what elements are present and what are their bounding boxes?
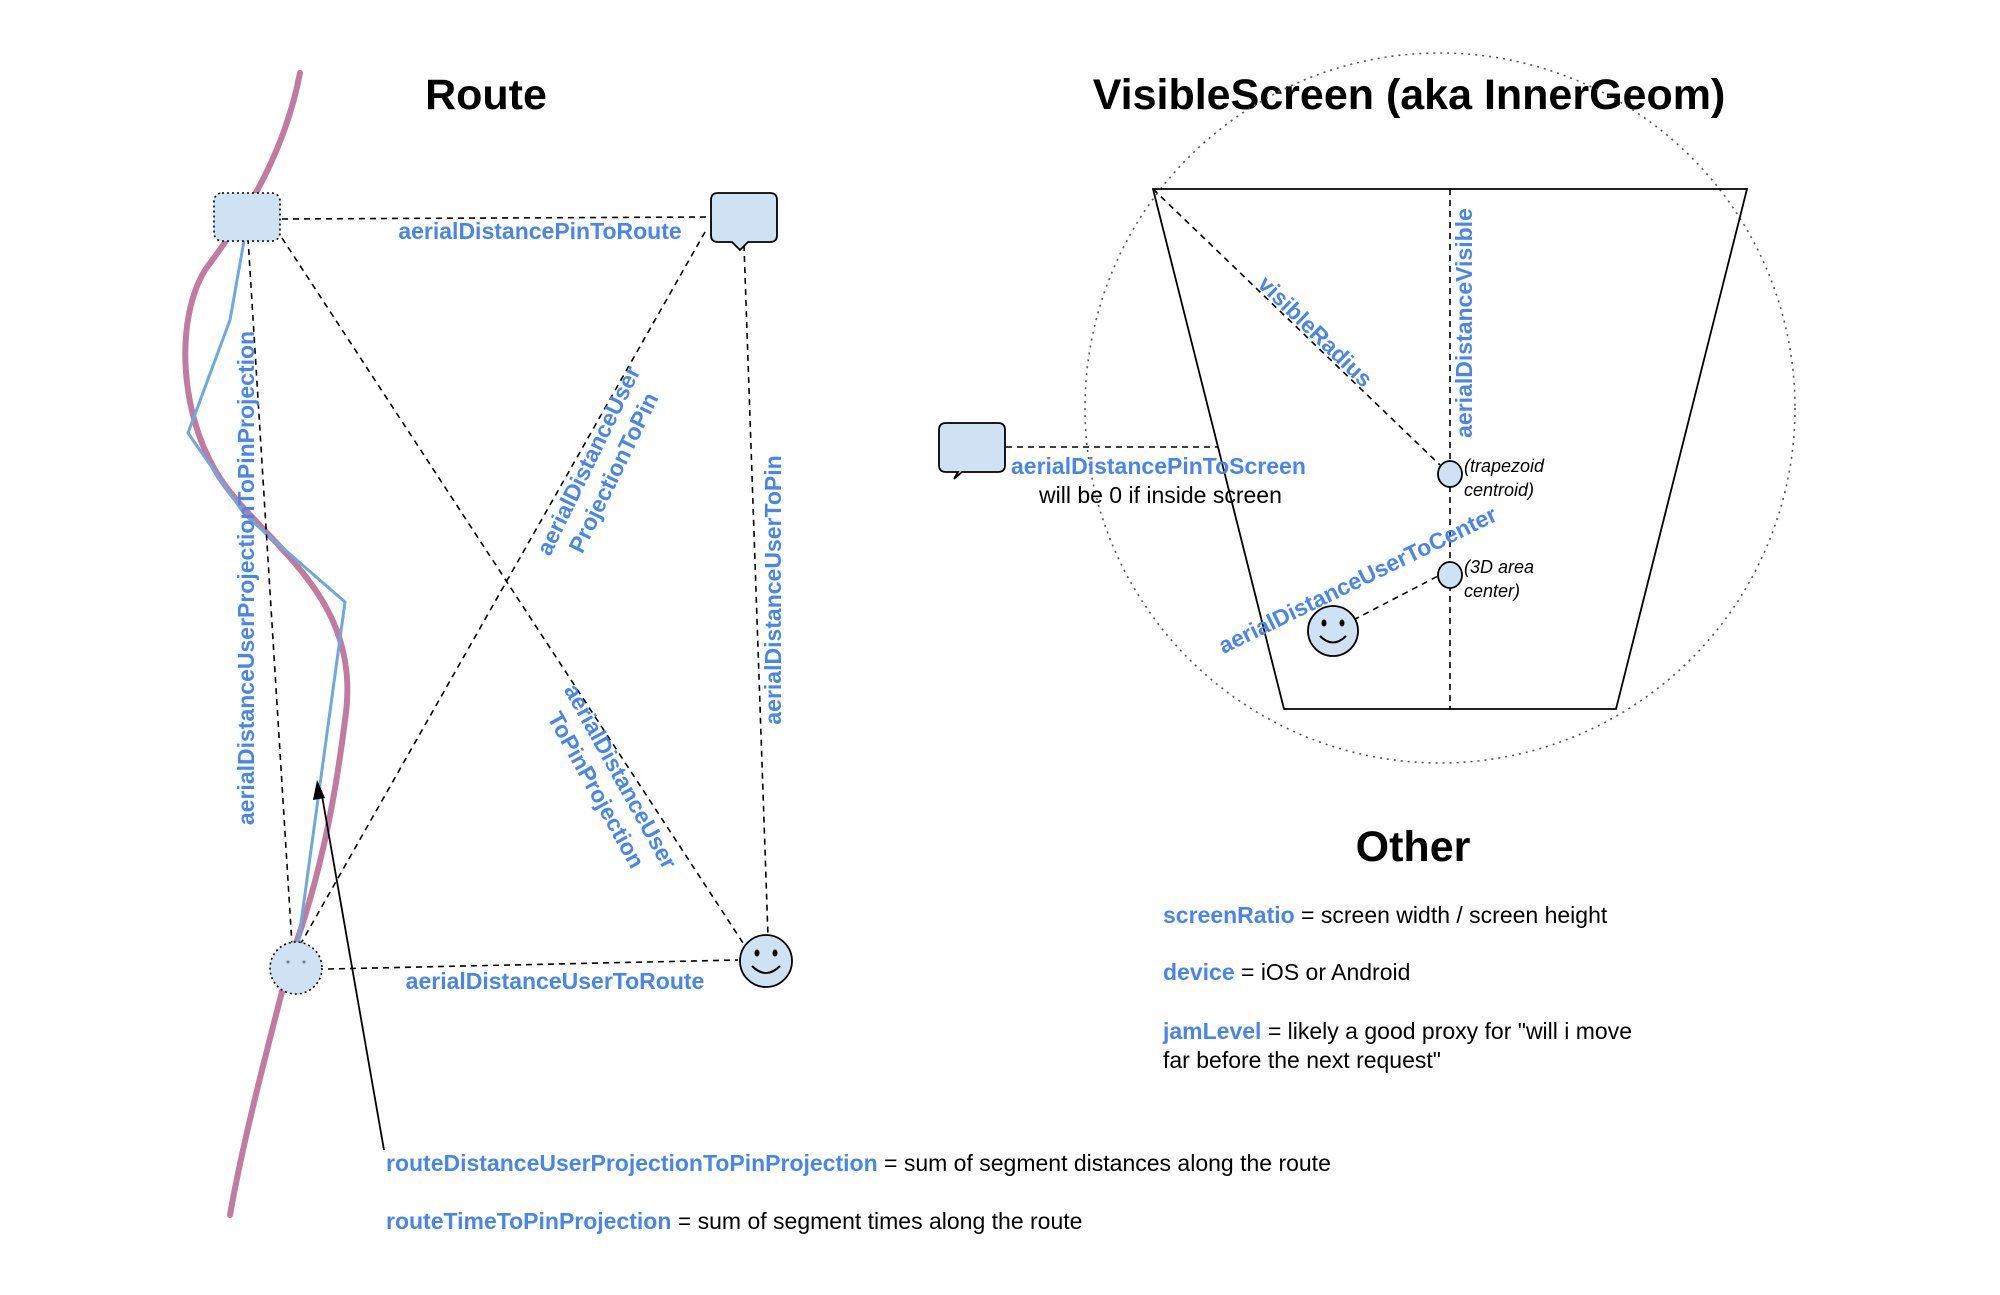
label-visible-radius: visibleRadius	[1253, 270, 1378, 392]
other-item-device-term: device	[1163, 959, 1235, 985]
route-road-curve	[182, 70, 351, 1218]
user-smiley-icon	[739, 934, 793, 988]
other-item-screen-ratio-text: = screen width / screen height	[1295, 902, 1608, 928]
line-user-to-pin	[743, 244, 769, 937]
note-route-time: routeTimeToPinProjection = sum of segmen…	[386, 1208, 1082, 1234]
pin-projection-marker	[213, 192, 281, 242]
other-item-screen-ratio: screenRatio = screen width / screen heig…	[1163, 902, 1608, 928]
visible-screen-trapezoid	[1151, 188, 1749, 710]
other-item-jam-level-term: jamLevel	[1162, 1018, 1261, 1044]
user-projection-marker	[269, 941, 323, 995]
trapezoid-centroid-marker	[1437, 460, 1463, 488]
note-route-distance-text: = sum of segment distances along the rou…	[878, 1150, 1331, 1176]
route-distance-arrow	[313, 780, 385, 1151]
route-title: Route	[425, 71, 547, 119]
note-route-time-text: = sum of segment times along the route	[671, 1208, 1082, 1234]
label-pin-to-screen: aerialDistancePinToScreen	[1011, 453, 1306, 479]
label-user-to-route: aerialDistanceUserToRoute	[406, 968, 705, 994]
other-title: Other	[1356, 823, 1471, 871]
other-item-jam-level: jamLevel = likely a good proxy for "will…	[1162, 1018, 1632, 1044]
other-item-device-text: = iOS or Android	[1235, 959, 1411, 985]
note-route-time-term: routeTimeToPinProjection	[386, 1208, 671, 1234]
line-pin-to-route	[281, 216, 709, 220]
other-item-screen-ratio-term: screenRatio	[1163, 902, 1295, 928]
other-item-jam-level-text-line2: far before the next request"	[1163, 1047, 1441, 1073]
label-user-to-pin: aerialDistanceUserToPin	[760, 455, 786, 724]
label-aerial-distance-visible: aerialDistanceVisible	[1451, 208, 1477, 438]
line-user-projection-to-pin	[299, 231, 706, 946]
label-pin-to-screen-note: will be 0 if inside screen	[1038, 482, 1282, 508]
visible-radius-circle	[1084, 52, 1796, 764]
label-area-center-line1: (3D area	[1464, 557, 1534, 577]
label-user-to-pin-projection: aerialDistanceUser ToPinProjection	[543, 679, 683, 873]
label-user-projection-to-pin: aerialDistanceUser ProjectionToPin	[531, 362, 663, 560]
route-polyline	[186, 217, 347, 946]
screen-pin-bubble-icon	[938, 422, 1006, 480]
line-pin-projection-to-user	[281, 237, 746, 947]
note-route-distance-term: routeDistanceUserProjectionToPinProjecti…	[386, 1150, 878, 1176]
area-center-marker	[1437, 561, 1463, 589]
other-item-device: device = iOS or Android	[1163, 959, 1410, 985]
line-user-to-route	[327, 959, 739, 970]
visible-screen-title: VisibleScreen (aka InnerGeom)	[1093, 71, 1726, 119]
line-user-projection-to-pin-projection	[247, 237, 293, 946]
screen-user-smiley-icon	[1307, 605, 1359, 657]
label-centroid-line2: centroid)	[1464, 480, 1534, 500]
note-route-distance: routeDistanceUserProjectionToPinProjecti…	[386, 1150, 1331, 1176]
line-visible-radius	[1152, 188, 1441, 466]
pin-bubble-icon	[710, 192, 778, 252]
label-area-center-line2: center)	[1464, 581, 1520, 601]
label-centroid-line1: (trapezoid	[1464, 456, 1545, 476]
label-user-projection-to-pin-projection: aerialDistanceUserProjectionToPinProject…	[233, 331, 259, 825]
line-user-to-center	[1333, 574, 1441, 631]
other-item-jam-level-text: = likely a good proxy for "will i move	[1261, 1018, 1632, 1044]
label-pin-to-route: aerialDistancePinToRoute	[398, 218, 681, 244]
